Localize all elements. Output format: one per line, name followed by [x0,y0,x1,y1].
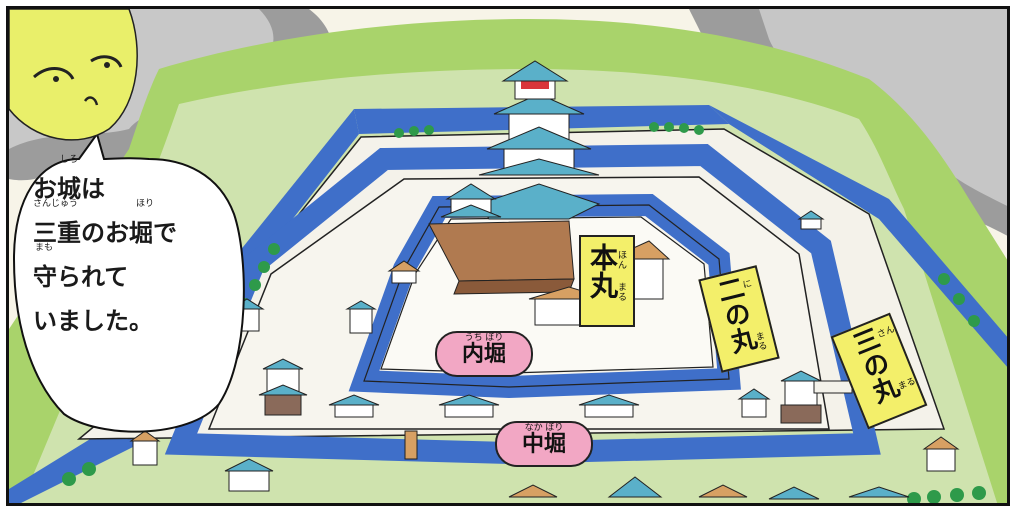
speech-line-1: しろ お城は [33,155,238,211]
inner-moat [348,193,741,399]
tower-left [440,183,502,218]
label-honmaru-ruby-1: ほん [618,251,628,271]
ruby-sanjuu: さんじゅう [33,199,79,209]
speech-bubble [12,131,245,433]
moon-face-icon [9,9,138,141]
ruby-mamo: まも [35,243,54,253]
label-sannomaru-ruby-2: まる [896,376,918,393]
speech-line-4-text: いました。 [33,307,153,335]
label-uchibori: うち ぼり 内堀 [435,331,533,377]
ruby-shiro: しろ [60,155,79,165]
speech-line-4: いました。 [33,299,238,343]
houses [129,210,960,500]
speech-line-3: まも 守られて [33,243,238,299]
label-uchibori-text: 内堀 [461,342,506,367]
turret-left [258,358,308,416]
ruby-hori: ほり [136,199,155,209]
label-ninomaru-ruby-1: に [741,278,754,291]
label-uchibori-ruby: うち ぼり [464,333,504,343]
bridge-south [404,430,418,460]
label-sannomaru-ruby-1: さん [875,324,897,341]
label-nakabori-ruby: なか ぼり [524,423,564,433]
castle-illustration [9,9,1007,503]
speech-line-3-text: 守られて [33,263,129,291]
bridge [813,380,853,394]
speech-line-2: さんじゅう ほり 三重のお堀で [33,199,238,255]
comic-panel: しろ お城は さんじゅう ほり 三重のお堀で まも 守られて いました。 うち … [6,6,1010,506]
label-nakabori: なか ぼり 中堀 [495,421,593,467]
turret-right [780,370,822,424]
label-honmaru-ruby-2: まる [618,283,628,303]
castle-keep [428,60,601,295]
label-nakabori-text: 中堀 [521,432,566,457]
label-honmaru-text: 本丸 [586,243,619,299]
speech-line-2-text: 三重のお堀で [33,219,177,247]
speech-line-1-text: お城は [33,175,105,203]
label-honmaru: 本丸 ほん まる [579,235,635,327]
speech-text: しろ お城は さんじゅう ほり 三重のお堀で まも 守られて いました。 [33,155,238,343]
label-ninomaru-ruby-2: まる [754,331,769,353]
